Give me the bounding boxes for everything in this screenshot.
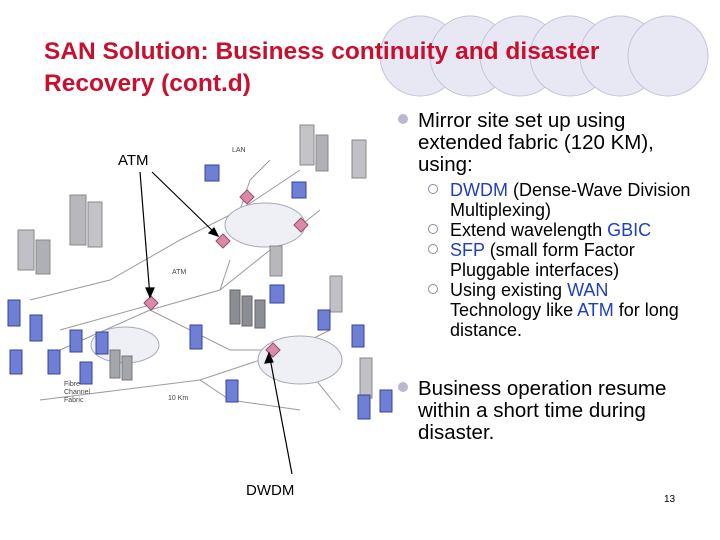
atm-small-label: ATM	[172, 269, 186, 276]
lan-label: LAN	[232, 147, 246, 154]
subbullet-sfp-highlight: SFP	[450, 240, 485, 260]
subbullet-wan: Using existing WAN Technology like ATM f…	[428, 280, 703, 340]
subbullet-marker	[428, 224, 438, 234]
bullet-marker	[398, 382, 408, 392]
dwdm-callout-label: DWDM	[246, 482, 295, 499]
subbullet-sfp: SFP (small form Factor Pluggable interfa…	[428, 240, 703, 280]
fibre-label-2: Channel	[64, 389, 91, 396]
title-line-2: Recovery (cont.d)	[44, 70, 251, 97]
subbullet-gbic-highlight: GBIC	[607, 220, 652, 240]
title-line-1: SAN Solution: Business continuity and di…	[44, 38, 600, 65]
subbullet-wan-pre: Using existing	[450, 280, 568, 300]
subbullet-wan-mid: Technology like	[450, 300, 578, 320]
subbullet-dwdm-text: (Dense-Wave Division Multiplexing)	[450, 180, 691, 220]
subbullet-dwdm-highlight: DWDM	[450, 180, 508, 200]
fibre-label-3: Fabric	[64, 397, 84, 404]
server-towers	[17, 124, 373, 399]
fibre-label-1: Fibre	[64, 381, 80, 388]
subbullet-wan-text: for long distance.	[450, 300, 679, 340]
subbullet-marker	[428, 244, 438, 254]
switches	[143, 189, 309, 358]
bullet-business-operation: Business operation resume within a short…	[398, 378, 703, 444]
callout-arrows	[139, 171, 293, 475]
storage-devices	[7, 164, 393, 420]
page-number: 13	[664, 494, 676, 505]
atm-callout-label: ATM	[118, 152, 149, 169]
bullet-marker	[398, 114, 408, 124]
subbullet-marker	[428, 184, 438, 194]
distance-label: 10 Km	[168, 395, 188, 402]
bullet-business-operation-text: Business operation resume within a short…	[418, 377, 667, 444]
subbullet-gbic: Extend wavelength GBIC	[428, 220, 703, 240]
subbullet-gbic-text: Extend wavelength	[450, 220, 608, 240]
bullet-mirror-site: Mirror site set up using extended fabric…	[398, 110, 703, 176]
bullet-mirror-site-text: Mirror site set up using extended fabric…	[418, 109, 654, 176]
bullet-list: Mirror site set up using extended fabric…	[398, 110, 703, 448]
subbullet-atm-highlight: ATM	[577, 300, 614, 320]
decorative-circles	[379, 15, 709, 97]
network-diagram: LAN ATM 10 Km Fibre Channel Fabric	[7, 124, 393, 475]
slide-title: SAN Solution: Business continuity and di…	[44, 36, 664, 100]
subbullet-wan-highlight: WAN	[567, 280, 609, 300]
subbullet-sfp-text: (small form Factor Pluggable interfaces)	[450, 240, 635, 280]
subbullet-dwdm: DWDM (Dense-Wave Division Multiplexing)	[428, 180, 703, 220]
subbullet-marker	[428, 284, 438, 294]
